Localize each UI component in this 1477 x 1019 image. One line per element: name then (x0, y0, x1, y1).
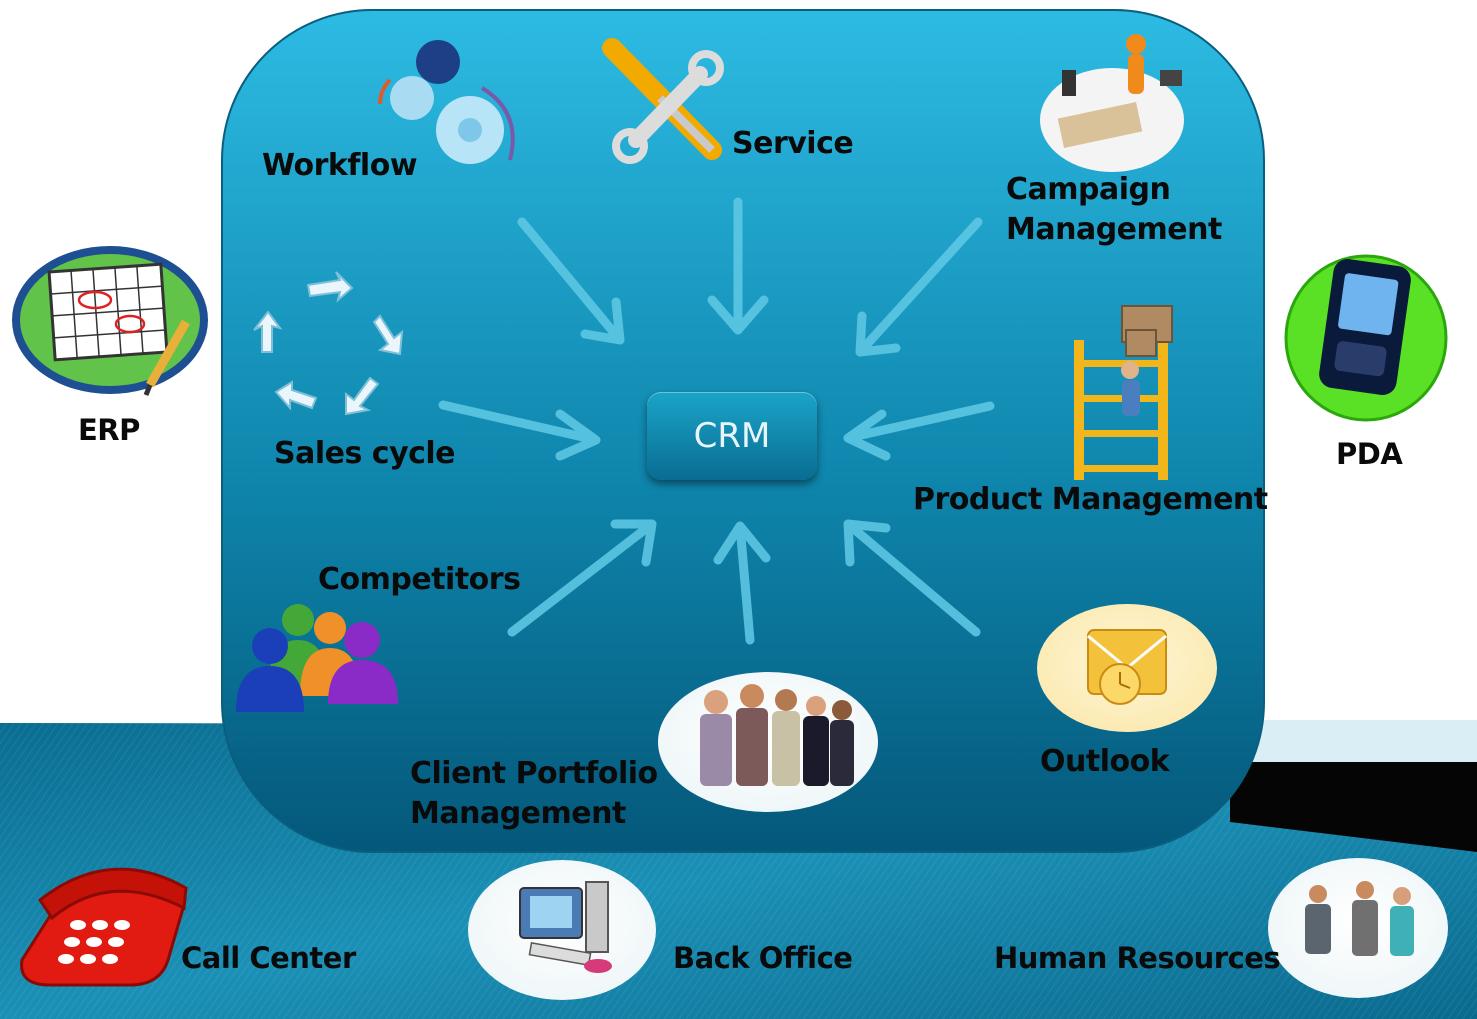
pda-device-icon (1284, 254, 1448, 422)
campaign-label-line2: Management (1006, 212, 1222, 247)
arrow-client (713, 521, 771, 645)
arrow-outlook (843, 519, 981, 637)
people-group-icon (236, 604, 398, 712)
workflow-label: Workflow (262, 148, 418, 183)
service-label: Service (732, 126, 854, 161)
arrow-product (843, 401, 995, 461)
competitors-label: Competitors (318, 562, 521, 597)
connector-arrows (438, 197, 995, 645)
handshake-icon (1268, 858, 1448, 998)
arrow-competitors (507, 519, 657, 637)
ladder-boxes-icon (1074, 305, 1173, 480)
arrow-campaign (855, 217, 983, 357)
outlook-icon (1037, 604, 1217, 732)
product-management-label: Product Management (913, 482, 1268, 517)
computer-icon (468, 860, 656, 1000)
client-portfolio-label-line2: Management (410, 796, 626, 831)
erp-label: ERP (78, 413, 140, 447)
tools-icon (602, 38, 724, 164)
business-people-icon (658, 672, 878, 812)
campaign-label-line1: Campaign (1006, 172, 1171, 207)
telephone-icon (20, 867, 188, 987)
outlook-label: Outlook (1040, 744, 1170, 779)
gears-icon (378, 40, 515, 164)
desk-worker-icon (1040, 34, 1184, 172)
pda-label: PDA (1336, 437, 1403, 471)
cycle-arrows-icon (253, 271, 404, 416)
human-resources-label: Human Resources (994, 941, 1281, 975)
arrow-sales (438, 400, 601, 461)
arrow-service (707, 197, 769, 335)
client-portfolio-label-line1: Client Portfolio (410, 756, 658, 791)
crm-label: CRM (693, 416, 771, 456)
calendar-icon (12, 246, 208, 396)
sales-cycle-label: Sales cycle (274, 436, 456, 471)
back-office-label: Back Office (673, 941, 853, 975)
arrow-workflow (517, 217, 625, 345)
call-center-label: Call Center (181, 941, 356, 975)
crm-center-node: CRM (647, 392, 817, 480)
